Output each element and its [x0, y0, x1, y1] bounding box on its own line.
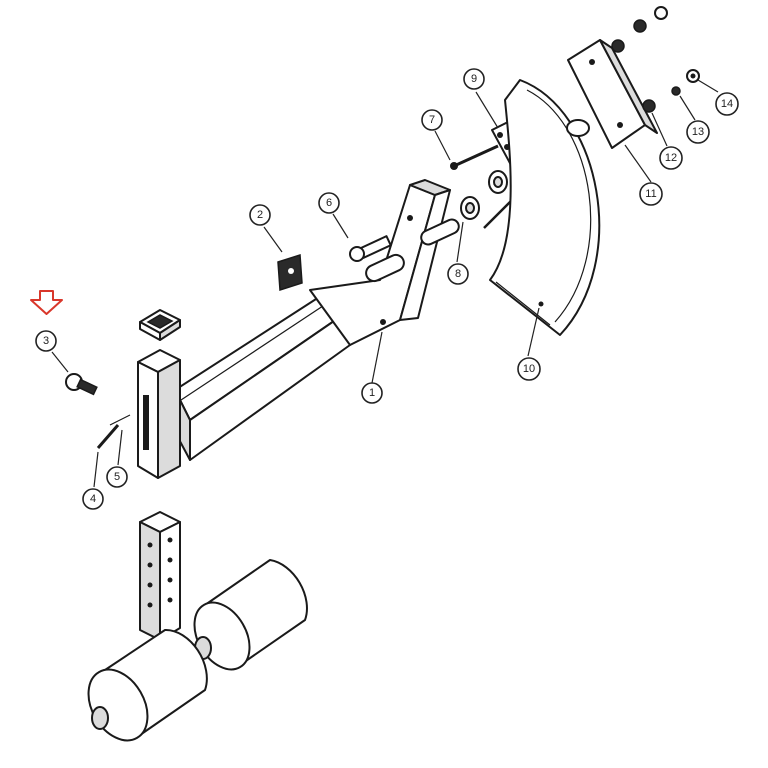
down-arrow-outline-icon: [30, 290, 63, 315]
bolt-6: [349, 235, 392, 262]
callout-3-label: 3: [43, 335, 49, 347]
callout-14-label: 14: [721, 98, 733, 110]
vertical-post: [137, 349, 181, 479]
bushing-8: [460, 170, 513, 229]
bracket-pins: [365, 218, 460, 283]
callout-5: 5: [106, 466, 128, 488]
d-plate-10: [489, 79, 601, 336]
post-cap: [139, 309, 181, 341]
callout-4: 4: [82, 488, 104, 510]
callout-8: 8: [447, 263, 469, 285]
callout-5-label: 5: [114, 471, 120, 483]
pin-7: [450, 144, 499, 170]
callout-12-label: 12: [665, 152, 677, 164]
callout-7-label: 7: [429, 114, 435, 126]
callout-12: 12: [659, 146, 683, 170]
callout-6: 6: [318, 192, 340, 214]
callout-4-label: 4: [90, 493, 96, 505]
callout-2-label: 2: [257, 209, 263, 221]
callout-2: 2: [249, 204, 271, 226]
callout-1: 1: [361, 382, 383, 404]
callout-10-label: 10: [523, 363, 535, 375]
callout-13-label: 13: [692, 126, 704, 138]
callout-10: 10: [517, 357, 541, 381]
washers-nuts: [611, 6, 700, 113]
callout-13: 13: [686, 120, 710, 144]
callout-11: 11: [639, 182, 663, 206]
screw-4-5: [96, 414, 131, 449]
square-pad: [277, 253, 303, 292]
callout-7: 7: [421, 109, 443, 131]
knob-3: [65, 373, 98, 396]
callout-3: 3: [35, 330, 57, 352]
callout-14: 14: [715, 92, 739, 116]
angled-bracket: [309, 179, 451, 346]
roller-assembly: [87, 511, 308, 742]
block-11: [566, 39, 658, 149]
callout-8-label: 8: [455, 268, 461, 280]
callout-11-label: 11: [645, 188, 656, 200]
leader-lines: [51, 79, 719, 488]
callout-6-label: 6: [326, 197, 332, 209]
callout-1-label: 1: [369, 387, 375, 399]
callout-9-label: 9: [471, 73, 477, 85]
main-arm: [174, 289, 351, 461]
callout-9: 9: [463, 68, 485, 90]
